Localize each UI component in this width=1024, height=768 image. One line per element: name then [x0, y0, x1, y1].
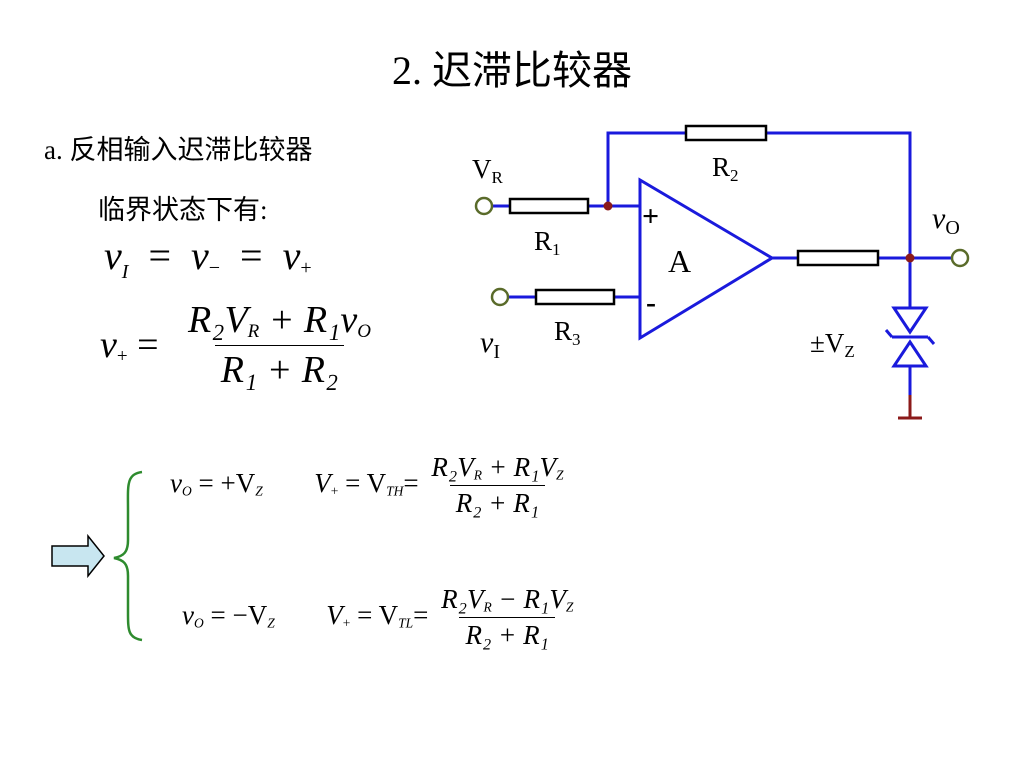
r2-vo: vO = −VZ — [182, 599, 275, 631]
critical-state-label: 临界状态下有: — [98, 195, 268, 225]
eq1-eq-b: = — [240, 233, 263, 278]
eq2-denominator: R₁ + R₂ — [214, 344, 345, 392]
label-vr: VR — [472, 154, 504, 187]
node-output-junction — [905, 253, 915, 263]
op-amp-triangle — [638, 177, 775, 341]
r2-numerator: R₂VR − R₁VZ — [441, 584, 574, 615]
eq2-numerator: R₂VR + R₁vO — [188, 299, 371, 342]
resistor-output — [796, 249, 880, 267]
node-plus-junction — [603, 201, 613, 211]
resistor-r1 — [508, 197, 590, 215]
r2-vplus: V+ = VTL= — [326, 599, 429, 631]
eq1-eq-a: = — [148, 233, 171, 278]
resistors — [508, 124, 880, 306]
label-r2: R2 — [712, 152, 739, 185]
slide-title: 2. 迟滞比较器 — [392, 48, 632, 93]
label-minus-input: - — [646, 286, 656, 319]
resistor-r3 — [534, 288, 616, 306]
terminals — [474, 196, 970, 307]
equation-vplus: v+ = R₂VR + R₁vO R₁ + R₂ — [100, 298, 377, 392]
eq1-vplus: v+ — [282, 233, 312, 279]
resistor-r2 — [684, 124, 768, 142]
r1-vplus: V+ = VTH= — [314, 467, 419, 499]
terminal-vo — [950, 248, 970, 268]
label-r1: R1 — [534, 226, 561, 259]
wires — [492, 131, 952, 418]
r1-fraction: R₂VR + R₁VZ R₂ + R₁ — [425, 452, 569, 519]
r1-vo: vO = +VZ — [170, 467, 263, 499]
wire-feedback-right — [766, 131, 912, 258]
zener-bar-hook-left — [884, 329, 894, 338]
label-vi: vI — [480, 326, 500, 363]
left-brace — [113, 470, 143, 642]
terminal-vr — [474, 196, 494, 216]
label-amp: A — [668, 243, 691, 279]
zener-diode-top — [891, 306, 929, 335]
r2-denominator: R₂ + R₁ — [459, 617, 555, 651]
eq2-fraction: R₂VR + R₁vO R₁ + R₂ — [182, 298, 377, 392]
ground-symbol — [898, 395, 922, 420]
eq1-vminus: v− — [191, 233, 221, 279]
zener-bar-hook-right — [926, 336, 936, 345]
r1-numerator: R₂VR + R₁VZ — [431, 452, 564, 483]
equation-equal-inputs: vI = v− = v+ — [104, 232, 312, 284]
label-r3: R3 — [554, 316, 581, 349]
wire-feedback-left — [606, 131, 686, 206]
label-plus-input: + — [642, 200, 659, 233]
label-vz: ±VZ — [810, 328, 855, 361]
eq2-lhs: v+ = — [100, 323, 159, 367]
eq1-vi: vI — [104, 233, 129, 283]
zener-diode-bottom — [891, 339, 929, 368]
terminal-vi — [490, 287, 510, 307]
right-arrow-icon — [51, 533, 105, 579]
result-lower-threshold: vO = −VZ V+ = VTL= R₂VR − R₁VZ R₂ + R₁ — [182, 584, 579, 651]
r1-denominator: R₂ + R₁ — [449, 485, 546, 519]
subtitle: a. 反相输入迟滞比较器 — [44, 135, 313, 165]
r2-fraction: R₂VR − R₁VZ R₂ + R₁ — [435, 584, 579, 651]
label-vo: vO — [932, 202, 960, 239]
result-upper-threshold: vO = +VZ V+ = VTH= R₂VR + R₁VZ R₂ + R₁ — [170, 452, 570, 519]
